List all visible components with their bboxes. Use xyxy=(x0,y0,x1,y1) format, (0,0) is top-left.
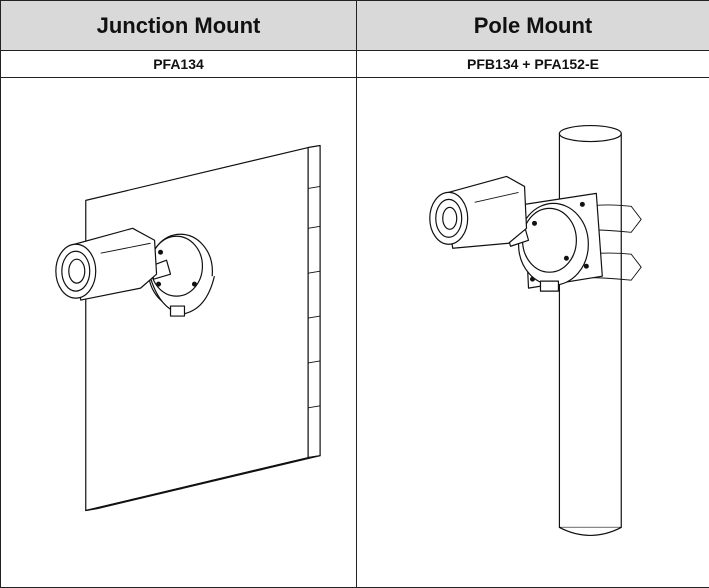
junction-mount-illustration-cell xyxy=(1,78,357,588)
pole-mount-illustration xyxy=(357,78,709,587)
pole-mount-illustration-cell xyxy=(357,78,709,588)
bullet-camera xyxy=(430,176,529,248)
model-row: PFA134 PFB134 + PFA152-E xyxy=(1,51,709,78)
wall-panel xyxy=(86,146,320,511)
illustration-row xyxy=(1,78,709,588)
header-row: Junction Mount Pole Mount xyxy=(1,1,709,51)
pole-mount-heading: Pole Mount xyxy=(357,1,709,51)
pole-mount-model: PFB134 + PFA152-E xyxy=(357,51,709,78)
junction-mount-illustration xyxy=(1,78,356,587)
junction-mount-heading: Junction Mount xyxy=(1,1,357,51)
pole xyxy=(559,126,621,536)
junction-mount-model: PFA134 xyxy=(1,51,357,78)
